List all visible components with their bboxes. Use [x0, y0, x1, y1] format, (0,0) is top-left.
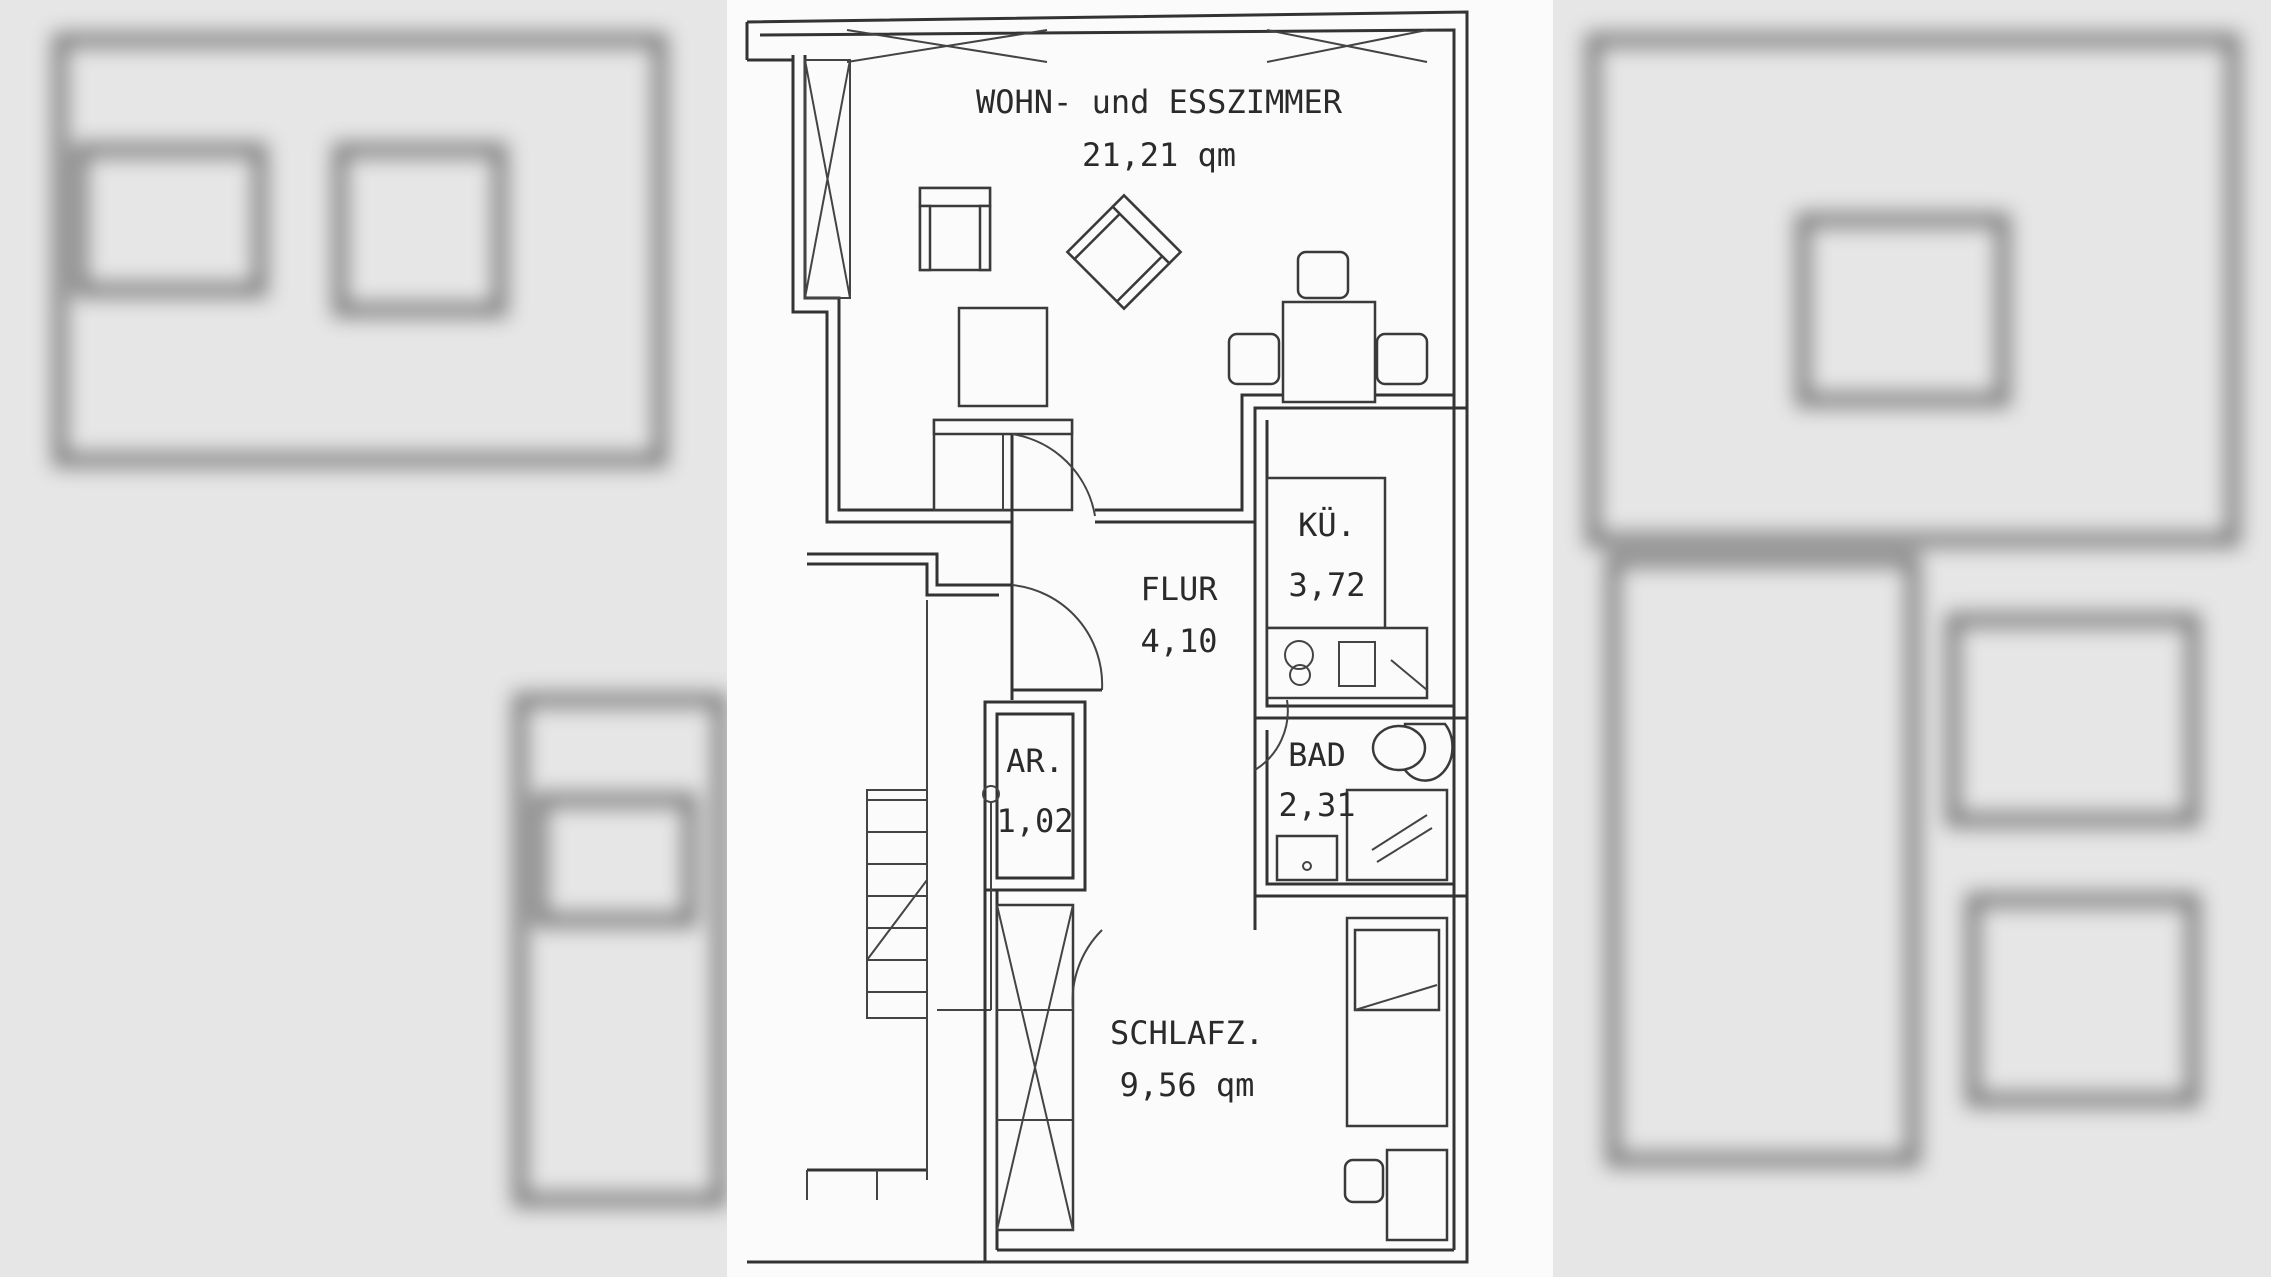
bed [1345, 916, 1449, 1128]
bedroom-walls [983, 890, 1454, 1262]
bathroom [1253, 699, 1467, 898]
kitchen-area-label: 3,72 [1288, 566, 1365, 604]
dining-table-set [1227, 250, 1429, 404]
floor-plan: WOHN- und ESSZIMMER 21,21 qm KÜ. 3,72 FL… [745, 10, 1469, 1264]
sofa [932, 418, 1074, 512]
door-living [1010, 433, 1096, 536]
kitchen-area [1253, 408, 1467, 720]
storage-name: AR. [1006, 742, 1064, 780]
storage-area: 1,02 [996, 802, 1073, 840]
hall-walls [807, 522, 1104, 700]
desk-chair [1343, 1148, 1449, 1242]
armchair-1 [918, 186, 992, 272]
staircase [806, 600, 1000, 1200]
hall-area: 4,10 [1140, 622, 1217, 660]
bath-name: BAD [1288, 736, 1346, 774]
floor-plan-panel: WOHN- und ESSZIMMER 21,21 qm KÜ. 3,72 FL… [727, 0, 1553, 1277]
blurred-background-right [1553, 0, 2271, 1277]
living-room-name: WOHN- und ESSZIMMER [976, 83, 1343, 121]
hall-name: FLUR [1140, 570, 1218, 608]
bedroom-area: 9,56 qm [1120, 1066, 1255, 1104]
blurred-background-left [0, 0, 727, 1277]
kitchen-name: KÜ. [1298, 506, 1356, 544]
bedroom-name: SCHLAFZ. [1110, 1014, 1264, 1052]
storage-room [983, 700, 1087, 892]
coffee-table [957, 306, 1049, 408]
outer-walls [745, 10, 1469, 1264]
bath-area: 2,31 [1278, 786, 1355, 824]
living-room-walls [791, 29, 1467, 524]
living-room-area: 21,21 qm [1082, 136, 1236, 174]
armchair-rotated [1065, 193, 1183, 311]
